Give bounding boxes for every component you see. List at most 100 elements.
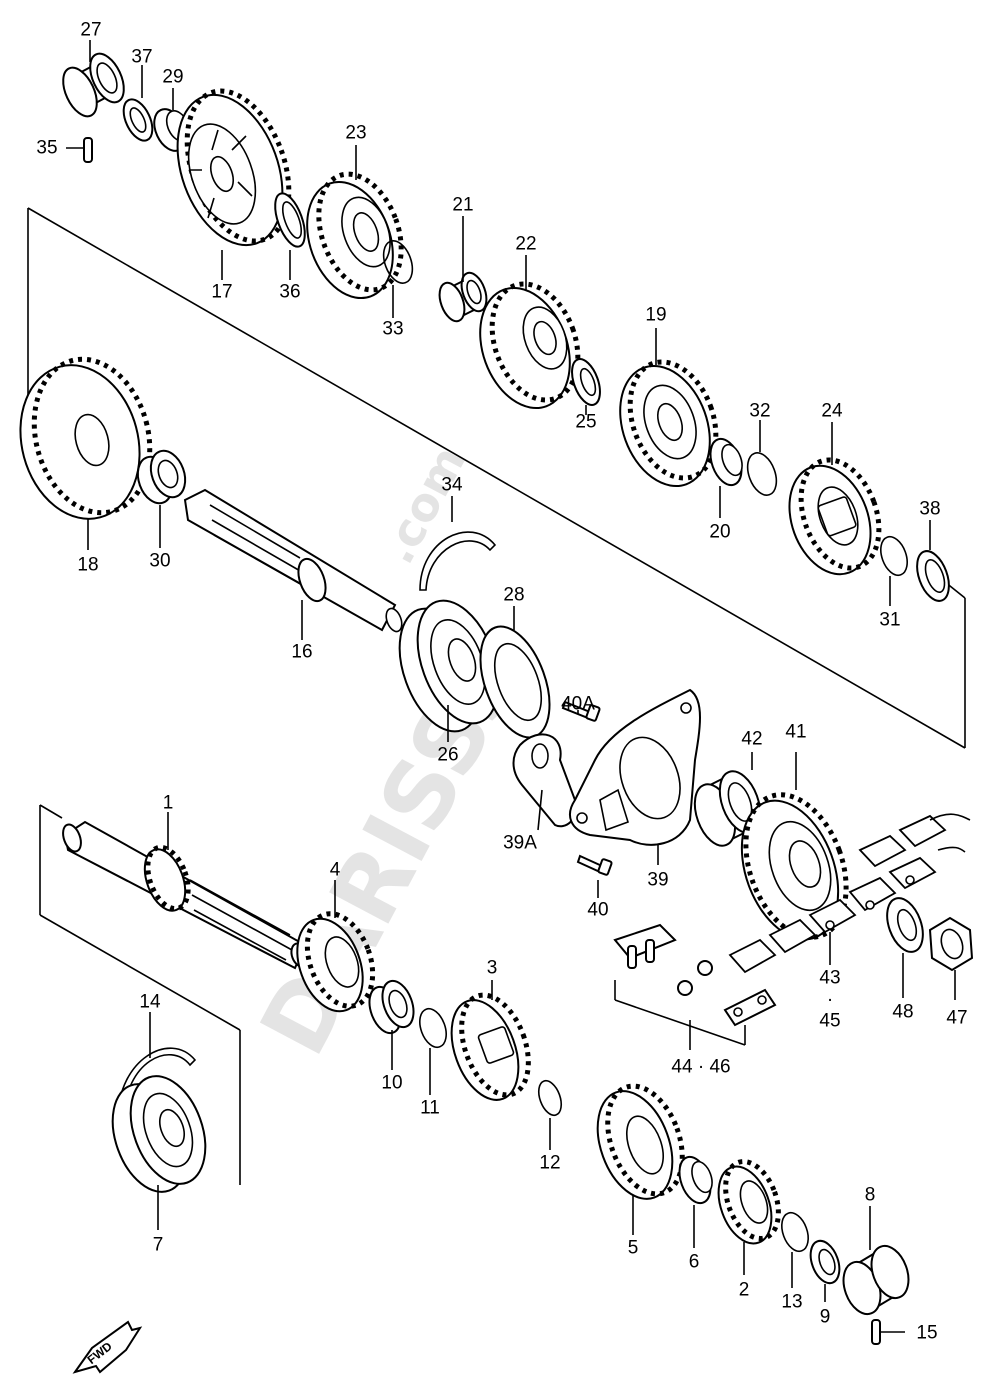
part-7-ball-bearing: [111, 1075, 207, 1193]
label-34: 34: [441, 474, 463, 496]
part-40a-bolt: [561, 700, 601, 722]
part-9-oil-seal: [809, 1239, 841, 1285]
part-37-washer: [122, 98, 154, 142]
label-29: 29: [162, 66, 184, 88]
label-43-45-dot: ·: [826, 989, 834, 1011]
label-2: 2: [738, 1279, 750, 1301]
part-13-circlip: [781, 1211, 809, 1253]
part-15-pin: [871, 1319, 881, 1345]
part-1-drive-shaft: [62, 820, 310, 970]
part-22-gear: [479, 281, 581, 410]
part-39-guide-plate: [569, 688, 701, 846]
label-48: 48: [892, 1001, 914, 1023]
label-13: 13: [781, 1291, 803, 1313]
label-5: 5: [627, 1237, 639, 1259]
label-41: 41: [785, 721, 807, 743]
label-9: 9: [819, 1306, 831, 1328]
label-8: 8: [864, 1184, 876, 1206]
label-26: 26: [437, 744, 459, 766]
label-43: 43: [819, 967, 841, 989]
part-5-gear: [596, 1083, 685, 1200]
part-38-washer: [916, 550, 950, 602]
part-33-circlip: [382, 240, 414, 284]
label-25: 25: [575, 411, 597, 433]
part-20-needle-bearing: [709, 437, 743, 487]
label-20: 20: [709, 521, 731, 543]
part-41-sprocket: [740, 792, 849, 941]
part-2-gear: [717, 1159, 781, 1245]
label-15: 15: [916, 1322, 938, 1344]
label-3: 3: [486, 957, 498, 979]
part-16-countershaft: [183, 488, 403, 633]
part-14-snap-ring: [117, 1047, 197, 1119]
part-32-circlip: [746, 452, 778, 496]
part-21-bushing: [438, 271, 488, 323]
label-4: 4: [329, 859, 341, 881]
countershaft-group-frame: [27, 207, 966, 749]
label-6: 6: [688, 1251, 700, 1273]
label-40: 40: [587, 899, 609, 921]
part-4-gear: [296, 911, 376, 1013]
part-30-bushing: [136, 449, 187, 505]
label-30: 30: [149, 550, 171, 572]
label-14: 14: [139, 991, 161, 1013]
part-31-circlip: [880, 535, 908, 577]
part-39a-plate: [512, 733, 577, 828]
label-39: 39: [647, 869, 669, 891]
part-6-needle-bearing: [678, 1155, 713, 1205]
label-18: 18: [77, 554, 99, 576]
label-28: 28: [503, 584, 525, 606]
part-11-circlip: [419, 1007, 447, 1049]
part-3-gear: [450, 992, 531, 1101]
label-16: 16: [291, 641, 313, 663]
part-44-46-chain-joint: [613, 923, 777, 1027]
label-7: 7: [152, 1234, 164, 1256]
label-35: 35: [36, 137, 58, 159]
part-17-spoked-gear: [176, 88, 292, 247]
label-10: 10: [381, 1072, 403, 1094]
part-34-snap-ring: [419, 531, 497, 591]
label-42: 42: [741, 728, 763, 750]
part-19-gear: [619, 359, 719, 488]
part-26-ball-bearing: [398, 599, 500, 733]
part-23-gear: [306, 171, 404, 300]
label-12: 12: [539, 1152, 561, 1174]
part-12-circlip: [537, 1079, 563, 1117]
fwd-arrow-icon: [72, 1320, 143, 1374]
part-44-46-bracket: [614, 980, 746, 1046]
part-27-sleeve: [62, 52, 125, 118]
label-11: 11: [420, 1097, 440, 1119]
part-24-gear: [788, 457, 882, 576]
part-8-cap: [842, 1244, 910, 1316]
label-17: 17: [211, 281, 233, 303]
label-39a: 39A: [503, 832, 537, 854]
part-18-large-gear: [19, 356, 153, 520]
part-40-bolt: [576, 854, 613, 876]
drive-chain: [728, 813, 971, 974]
label-24: 24: [821, 400, 843, 422]
part-36-washer: [274, 192, 306, 248]
label-21: 21: [452, 194, 474, 216]
label-32: 32: [749, 400, 771, 422]
label-22: 22: [515, 233, 537, 255]
part-25-splined-washer: [571, 358, 601, 406]
label-40a: 40A: [561, 693, 595, 715]
label-19: 19: [645, 304, 667, 326]
label-31: 31: [879, 609, 901, 631]
label-38: 38: [919, 498, 941, 520]
label-1: 1: [162, 792, 174, 814]
driveshaft-group-frame: [39, 804, 241, 1185]
label-36: 36: [279, 281, 301, 303]
part-47-nut: [928, 916, 974, 972]
part-28-oil-seal: [479, 625, 551, 739]
label-44-46: 44 · 46: [671, 1056, 731, 1078]
label-33: 33: [382, 318, 404, 340]
label-45: 45: [819, 1010, 841, 1032]
label-23: 23: [345, 122, 367, 144]
part-48-washer: [886, 897, 924, 953]
part-35-pin: [83, 137, 93, 163]
label-27: 27: [80, 19, 102, 41]
label-37: 37: [131, 46, 153, 68]
